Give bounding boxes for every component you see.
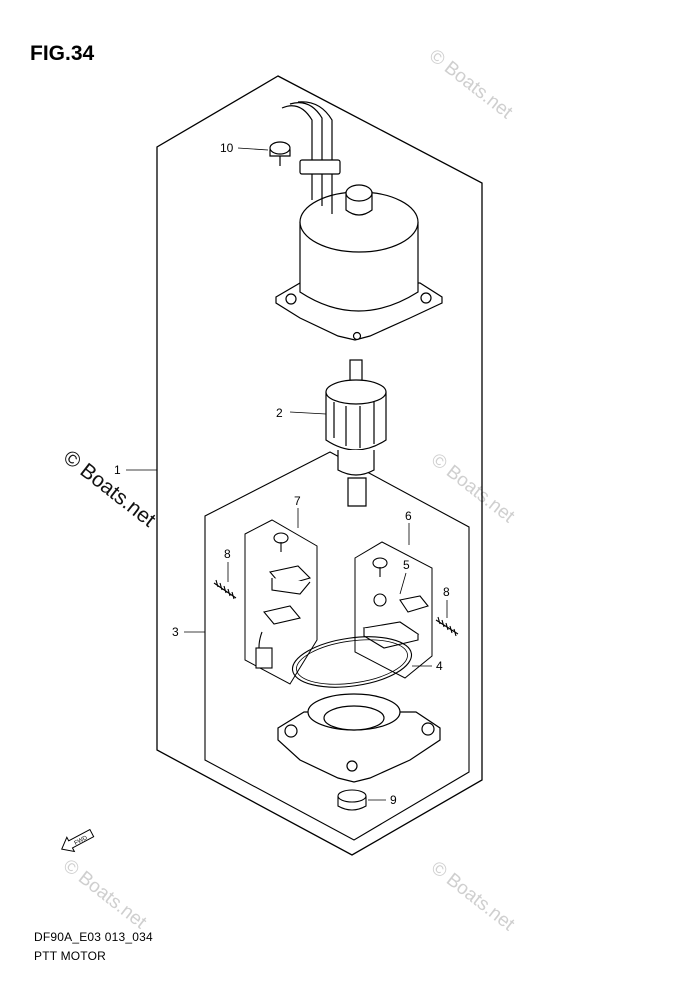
callout-3: 3 — [172, 625, 179, 639]
watermark: © Boats.net — [425, 45, 517, 123]
end-housing — [277, 693, 441, 783]
callout-1: 1 — [114, 463, 121, 477]
figure-caption: PTT MOTOR — [34, 949, 107, 963]
callout-8-left: 8 — [224, 547, 231, 561]
watermarks: © Boats.net © Boats.net © Boats.net © Bo… — [59, 45, 519, 935]
callout-4: 4 — [436, 659, 443, 673]
callout-5: 6 — [405, 509, 412, 523]
oil-seal — [337, 789, 367, 811]
fwd-arrow-icon: FWD — [61, 828, 95, 853]
watermark: © Boats.net — [427, 857, 519, 935]
callout-8-right: 8 — [443, 585, 450, 599]
figure-title: FIG.34 — [30, 42, 95, 65]
o-ring — [291, 636, 413, 688]
assembly-frame-outer — [156, 75, 483, 856]
callout-10: 10 — [220, 141, 234, 155]
brush-panel-right — [354, 541, 433, 679]
figure-code: DF90A_E03 013_034 — [34, 930, 153, 944]
brush-holder-left — [255, 532, 312, 669]
callout-9: 9 — [390, 793, 397, 807]
callout-2: 2 — [276, 406, 283, 420]
watermark: © Boats.net — [59, 855, 151, 933]
brush-holder-right — [362, 557, 429, 649]
armature — [325, 359, 387, 507]
brush-springs — [213, 579, 459, 637]
watermark: © Boats.net — [427, 449, 519, 527]
leader-lines — [126, 147, 448, 801]
assembly-frame-inner — [204, 451, 470, 841]
motor-housing — [269, 101, 443, 341]
callouts: 10 2 1 3 6 7 8 5 8 4 9 — [114, 141, 450, 807]
callout-6: 5 — [403, 558, 410, 572]
watermark: © Boats.net — [59, 446, 160, 532]
brush-panel-left — [244, 519, 318, 685]
callout-7: 7 — [294, 494, 301, 508]
